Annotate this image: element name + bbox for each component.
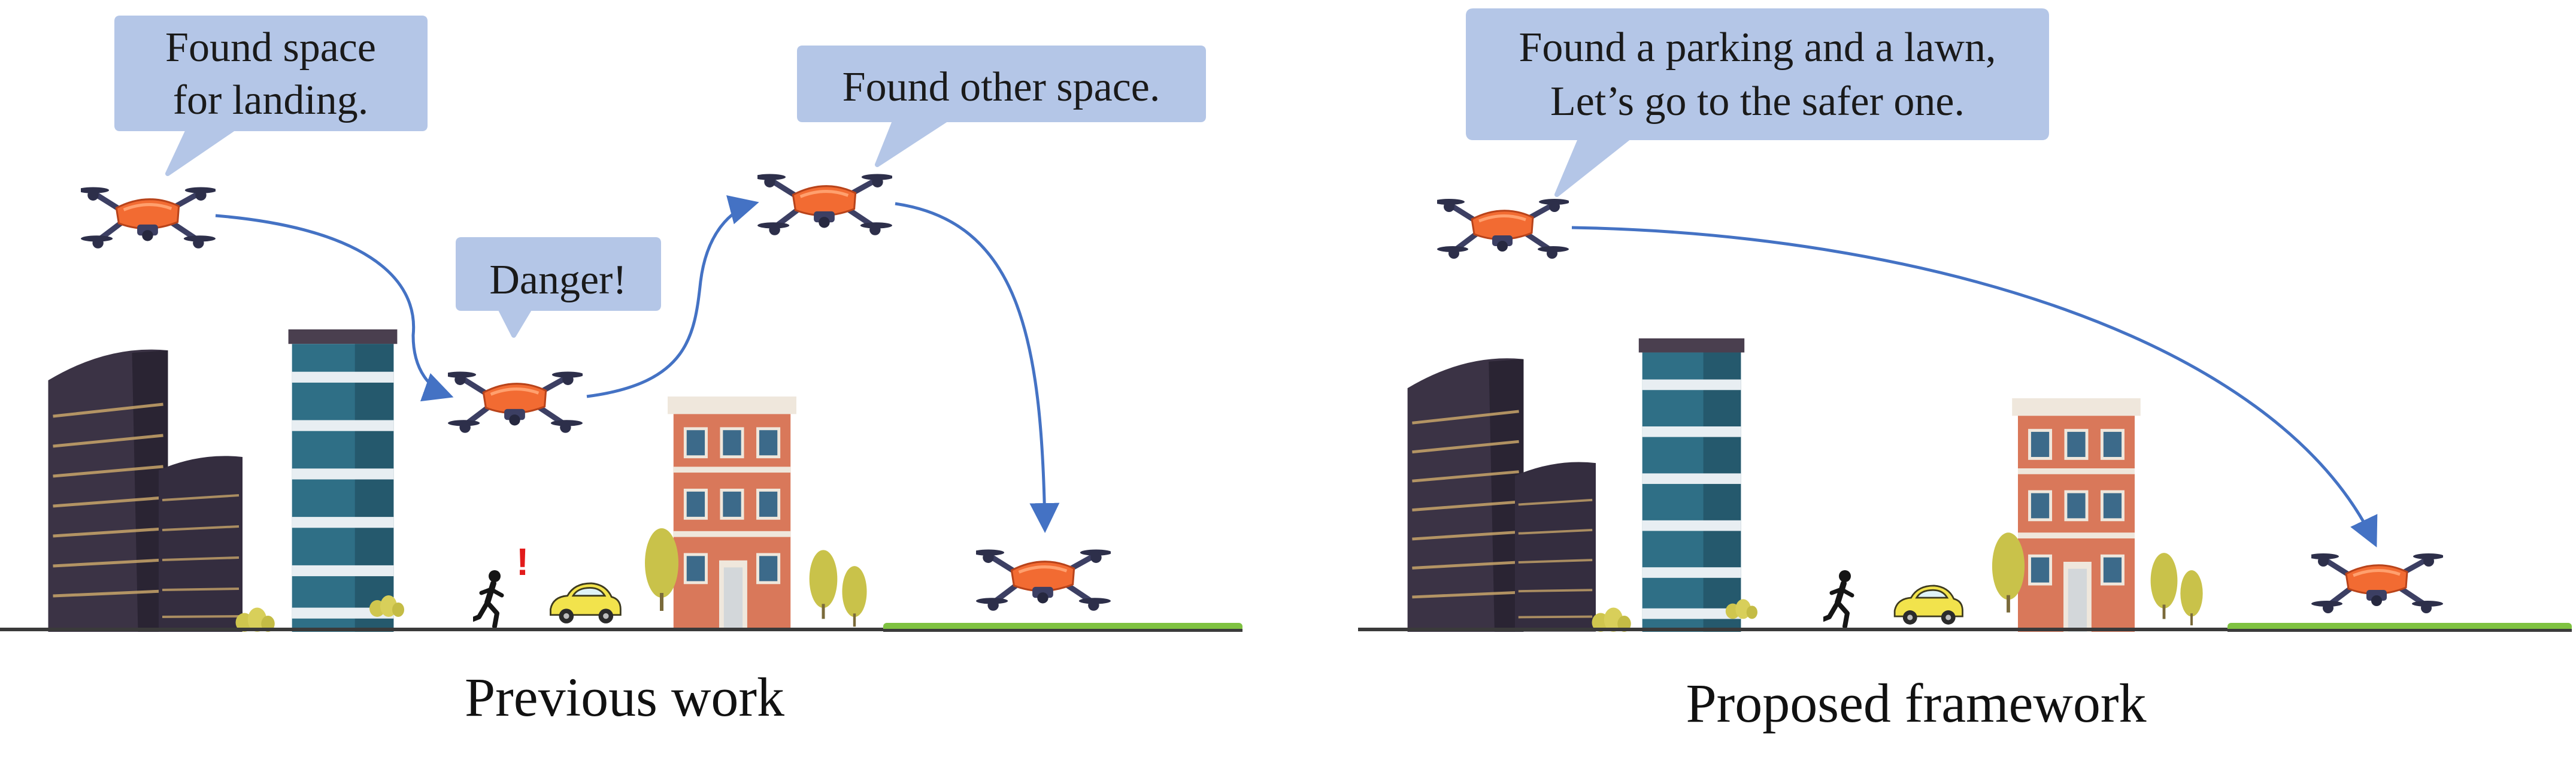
running-person-icon — [473, 570, 502, 626]
drone-icon — [754, 174, 893, 235]
left-panel: ! Found space for landing. Danger! Found… — [0, 16, 1242, 728]
flight-path-arrow — [586, 195, 759, 398]
flight-path-arrow — [1571, 226, 2378, 548]
dark-tower-building — [1408, 358, 1524, 632]
bubble-found-space: Found space for landing. — [114, 16, 428, 176]
ground-line — [2228, 629, 2572, 632]
bubble-line: Danger! — [489, 257, 626, 303]
drone-icon — [2308, 553, 2444, 613]
brick-building — [2012, 398, 2141, 632]
bubble-line: Found other space. — [842, 64, 1160, 110]
right-panel: Found a parking and a lawn, Let’s go to … — [1358, 8, 2572, 734]
tree — [809, 550, 838, 619]
small-dark-building — [159, 455, 243, 632]
ground-line — [1358, 628, 2228, 631]
tree — [2180, 570, 2203, 626]
car-icon — [550, 582, 622, 625]
tree — [842, 566, 867, 627]
caption-previous-work: Previous work — [465, 667, 784, 728]
bubble-line: Let’s go to the safer one. — [1550, 78, 1965, 125]
tree — [645, 528, 678, 611]
tree — [2150, 553, 2178, 619]
bubble-danger: Danger! — [456, 237, 661, 338]
ground-line — [883, 629, 1242, 632]
bubble-line: Found space — [165, 25, 376, 71]
ground-line — [0, 628, 883, 631]
running-person-icon — [1823, 570, 1852, 626]
drone-icon — [444, 372, 584, 433]
car-icon — [1893, 585, 1963, 626]
blue-glass-tower — [288, 329, 398, 632]
drone-icon — [972, 550, 1112, 611]
blue-glass-tower — [1638, 338, 1745, 632]
dark-tower-building — [49, 350, 168, 632]
bubble-line: Found a parking and a lawn, — [1519, 25, 1996, 71]
caption-proposed-framework: Proposed framework — [1686, 673, 2146, 734]
bubble-line: for landing. — [173, 77, 369, 123]
small-dark-building — [1515, 461, 1596, 632]
drone-icon — [1434, 199, 1570, 259]
flight-path-arrow — [895, 202, 1060, 533]
drone-icon — [77, 187, 217, 249]
flight-path-arrow — [215, 214, 454, 402]
bubble-parking-lawn: Found a parking and a lawn, Let’s go to … — [1466, 8, 2049, 197]
alert-mark: ! — [516, 540, 529, 583]
brick-building — [668, 396, 796, 631]
bubble-other-space: Found other space. — [797, 46, 1206, 167]
